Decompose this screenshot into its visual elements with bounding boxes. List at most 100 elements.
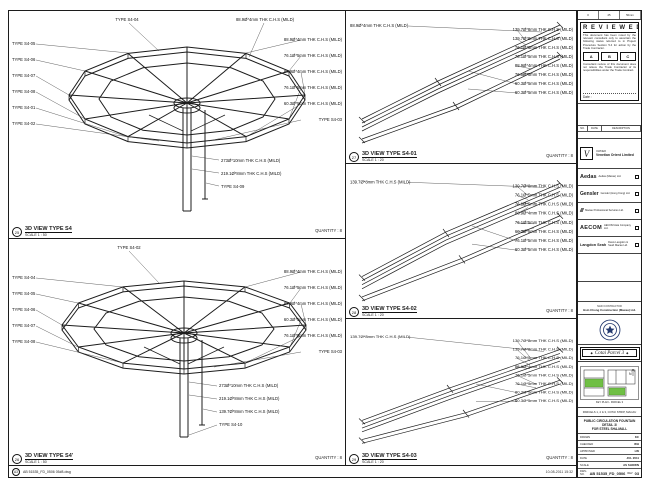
iso-drawing-area: TYPE S4-02 TYPE S4-04 TYPE S4-05 TYPE S4…	[9, 239, 345, 451]
consultant-checkbox	[635, 243, 639, 247]
detail-geometry: 139.7Ø*8mm THK C.H.S (MILD) 139.7Ø*8mm T…	[350, 179, 574, 302]
view-scale: SCALE 1 : 50	[25, 233, 47, 237]
field-label: DRAWN	[580, 435, 591, 439]
ornament-icon: ◆	[590, 351, 593, 355]
panel-footer: 25 3D VIEW TYPE S4 SCALE 1 : 50 QUANTITY…	[12, 224, 342, 237]
leader-lines	[407, 182, 545, 251]
signature-space	[578, 104, 641, 126]
drawing-number-strip: DWG NO. AB 51535_FD_0506 REV 03	[578, 469, 641, 477]
field-scale: SCALE AS SHOWN	[578, 462, 641, 469]
annotation-label: 88.9Ø*4mm THK C.H.S (MILD)	[284, 269, 343, 274]
iso-view-s4p-svg: TYPE S4-02 TYPE S4-04 TYPE S4-05 TYPE S4…	[12, 245, 343, 438]
contractor-block: MAIN CONTRACTOR Hsin Chong Construction …	[578, 302, 641, 315]
view-title: 3D VIEW TYPE S4-03	[362, 453, 417, 460]
panel-3d-view-type-s4-02: 139.7Ø*8mm THK C.H.S (MILD) 139.7Ø*8mm T…	[346, 164, 577, 319]
view-title-block: 3D VIEW TYPE S4 SCALE 1 : 50	[25, 226, 72, 237]
detail-ref-bubble: 29	[349, 454, 359, 464]
annotation-label: TYPE S4-04	[12, 275, 36, 280]
status-box-b: B	[601, 52, 618, 62]
owner-logo-glyph: V	[583, 148, 590, 159]
key-plan-highlight	[584, 378, 626, 395]
review-stamp-box: R E V I E W E D This document has been n…	[580, 22, 639, 101]
view-title-block: 3D VIEW TYPE S4-01 SCALE 1 : 20	[362, 151, 417, 162]
panel-3d-view-type-s4-03: 139.7Ø*8mm THK C.H.S (MILD) 139.7Ø*8mm T…	[346, 319, 577, 466]
annotation-label: TYPE S4-01	[12, 105, 36, 110]
consultant-name: Aedas (Macau) Ltd.	[598, 174, 622, 178]
field-value: JUL 2011	[626, 456, 639, 460]
detail-ref-number: 28	[351, 309, 357, 315]
view-title-block: 3D VIEW TYPE S4-02 SCALE 1 : 20	[362, 306, 417, 317]
annotation-label: 76.1Ø*5mm THK C.H.S (MILD)	[515, 238, 574, 243]
annotation-label: TYPE S4-02	[12, 121, 36, 126]
detail-view-s4-01-svg: 88.9Ø*4mm THK C.H.S (MILD) 139.7Ø*8mm TH…	[350, 21, 574, 144]
annotation-labels: 88.9Ø*4mm THK C.H.S (MILD) 139.7Ø*8mm TH…	[350, 23, 574, 95]
owner-name: Venetian Orient Limited	[596, 152, 634, 157]
drawing-title-line-1: PUBLIC CIRCULATION FOUNTAIN DETAIL 3/	[583, 418, 636, 427]
status-boxes: A B C	[583, 52, 636, 62]
annotation-label: TYPE S4-05	[12, 41, 36, 46]
gensler-logo: Gensler	[580, 191, 599, 197]
annotation-label: 60.3Ø*5mm THK C.H.S (MILD)	[515, 229, 574, 234]
annotation-labels: 139.7Ø*8mm THK C.H.S (MILD) 139.7Ø*8mm T…	[350, 179, 574, 252]
annotation-label: TYPE S4-09	[221, 184, 245, 189]
key-plan-outlines	[583, 369, 636, 396]
scale-bar-cell: 25	[599, 11, 620, 19]
parcel-banner-inner: ◆ Cotai Parcel 3 ◆	[582, 349, 637, 357]
contractor-name: Hsin Chong Construction (Macau) Ltd.	[583, 307, 636, 312]
view-title: 3D VIEW TYPE S4'	[25, 453, 74, 460]
project-name: PARCELS 1, 2 & 3, COTAI STRIP, MACAU	[578, 408, 641, 417]
title-block: 0 25 50mm R E V I E W E D This document …	[577, 11, 641, 477]
consultant-name: Macau Professional Services Ltd.	[585, 208, 624, 212]
review-stamp: R E V I E W E D This document has been n…	[578, 20, 641, 104]
annotation-label: 273Ø*10mm THK C.H.S (MILD)	[219, 383, 279, 388]
annotation-label: 76.1Ø*5mm THK C.H.S (MILD)	[515, 72, 574, 77]
reviewed-title: R E V I E W E D	[583, 25, 639, 33]
annotation-label: 273Ø*10mm THK C.H.S (MILD)	[221, 158, 281, 163]
plot-timestamp: 10-08-2011 15:32	[545, 469, 573, 474]
annotation-label: 76.1Ø*5mm THK C.H.S (MILD)	[284, 285, 343, 290]
owner-text: OWNER Venetian Orient Limited	[596, 150, 634, 158]
leader-lines	[407, 25, 543, 94]
contractor-caption: MAIN CONTRACTOR	[597, 304, 622, 308]
panel-footer: 29 3D VIEW TYPE S4-03 SCALE 1 : 20 QUANT…	[349, 451, 573, 464]
rev-label: REV	[627, 471, 633, 475]
owner-logo-icon: V	[580, 147, 593, 160]
parcel-banner-text: Cotai Parcel 3	[594, 350, 625, 356]
view-title: 3D VIEW TYPE S4	[25, 226, 72, 233]
panel-3d-view-type-s4-prime: TYPE S4-02 TYPE S4-04 TYPE S4-05 TYPE S4…	[9, 239, 346, 466]
status-box-a: A	[583, 52, 600, 62]
annotation-label: TYPE S4-07	[12, 323, 36, 328]
view-title: 3D VIEW TYPE S4-01	[362, 151, 417, 158]
view-scale: SCALE 1 : 20	[362, 313, 384, 317]
annotation-label: TYPE S4-10	[219, 422, 243, 427]
annotation-label: 60.3Ø*5mm THK C.H.S (MILD)	[284, 317, 343, 322]
panel-footer: 27 3D VIEW TYPE S4-01 SCALE 1 : 20 QUANT…	[349, 149, 573, 162]
consultant-name: AECOM Asia Company Ltd.	[603, 224, 631, 230]
seal-row	[578, 315, 641, 345]
revision-table-empty-row	[578, 132, 641, 138]
annotation-label: TYPE S4-08	[12, 89, 36, 94]
aedas-logo: Aedas	[580, 174, 597, 180]
consultant-row-langdon-seah: Langdon Seah Davis Langdon & Seah Macau …	[578, 237, 641, 254]
annotation-label: 60.3Ø*5mm THK C.H.S (MILD)	[515, 247, 574, 252]
scale-bar-strip: 0 25 50mm	[578, 11, 641, 20]
annotation-label: TYPE S4-03	[319, 117, 343, 122]
consultant-row-aecom: AECOM AECOM Asia Company Ltd.	[578, 220, 641, 237]
ornament-icon: ◆	[626, 351, 629, 355]
dwg-no-label: DWG NO.	[580, 470, 587, 476]
corporate-seal-icon	[599, 319, 620, 340]
consultant-row-gensler: Gensler Gensler (Hong Kong) Ltd.	[578, 186, 641, 203]
field-label: APPROVED	[580, 449, 595, 453]
field-date: DATE JUL 2011	[578, 455, 641, 462]
drawing-title: PUBLIC CIRCULATION FOUNTAIN DETAIL 3/ FO…	[578, 417, 641, 434]
consultant-name: Davis Langdon & Seah Macau Ltd.	[608, 241, 628, 247]
rev-col-date: DATE	[588, 126, 602, 131]
annotation-label: 76.1Ø*5mm THK C.H.S (MILD)	[515, 355, 574, 360]
parcel-banner: ◆ Cotai Parcel 3 ◆	[578, 345, 641, 362]
view-title-block: 3D VIEW TYPE S4' SCALE 1 : 50	[25, 453, 74, 464]
annotation-label: 76.1Ø*5mm THK C.H.S (MILD)	[284, 85, 343, 90]
field-label: DATE	[580, 456, 587, 460]
annotation-label: 60.3Ø*5mm THK C.H.S (MILD)	[515, 390, 574, 395]
detail-drawing-area: 139.7Ø*8mm THK C.H.S (MILD) 139.7Ø*8mm T…	[346, 164, 576, 304]
detail-ref-number: 27	[351, 154, 357, 160]
